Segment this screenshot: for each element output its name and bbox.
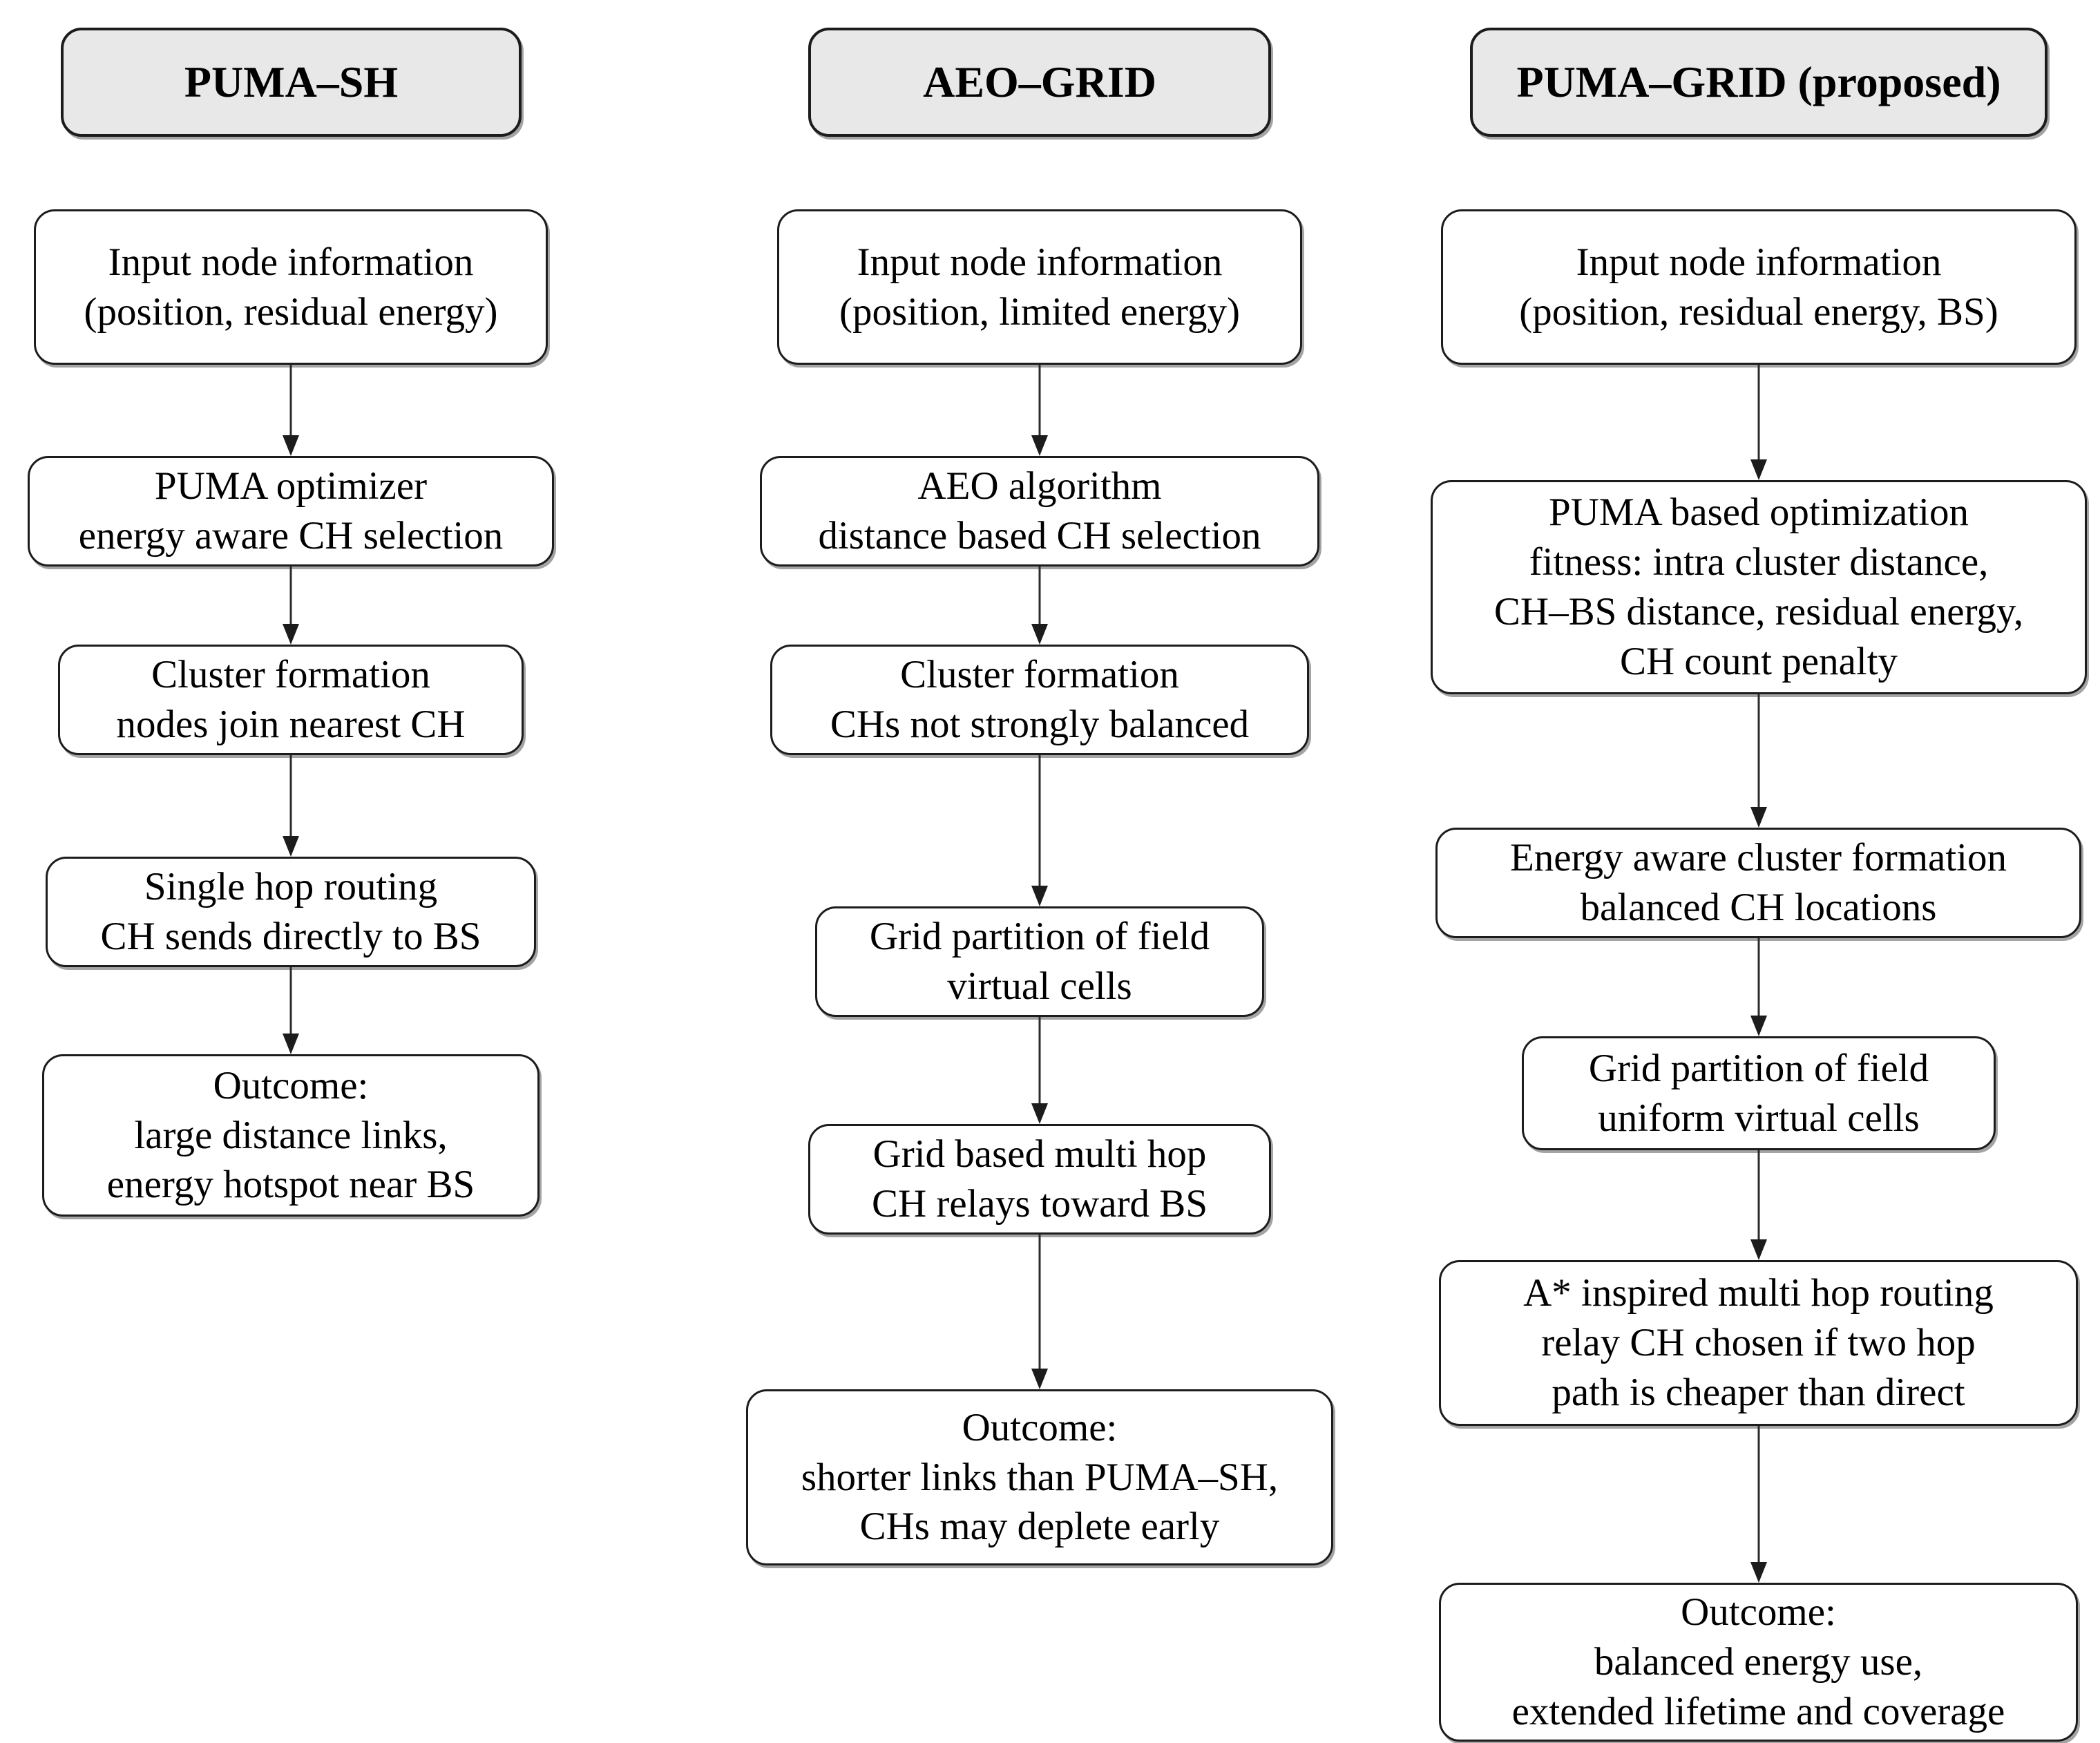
flow-arrow-down-icon <box>1748 1150 1770 1260</box>
box-text-line: Grid based multi hop <box>872 1132 1207 1177</box>
flow-box-puma-sh-cluster-formation: Cluster formation nodes join nearest CH <box>58 645 524 755</box>
box-text-line: relay CH chosen if two hop <box>1541 1321 1976 1365</box>
box-text-line: energy aware CH selection <box>78 514 504 558</box>
flow-arrow-down-icon <box>1029 755 1051 906</box>
box-text-line: Cluster formation <box>900 653 1179 697</box>
column-header-aeo-grid: AEO–GRID <box>808 28 1271 137</box>
flow-box-puma-grid-astar-routing: A* inspired multi hop routing relay CH c… <box>1439 1260 2078 1426</box>
box-text-line: CHs may deplete early <box>859 1505 1220 1549</box>
box-text-line: balanced energy use, <box>1594 1640 1923 1684</box>
flow-box-aeo-grid-algorithm: AEO algorithm distance based CH selectio… <box>760 456 1319 566</box>
box-text-line: shorter links than PUMA–SH, <box>801 1455 1279 1499</box>
box-text-line: Outcome: <box>962 1405 1118 1449</box>
box-text-line: energy hotspot near BS <box>106 1163 475 1207</box>
box-text-line: Single hop routing <box>144 865 438 909</box>
box-text-line: Cluster formation <box>151 653 430 697</box>
box-text-line: AEO algorithm <box>917 464 1162 508</box>
flow-box-puma-sh-input: Input node information (position, residu… <box>34 209 548 365</box>
column-header-label: AEO–GRID <box>923 57 1156 106</box>
box-text-line: CH–BS distance, residual energy, <box>1493 590 2024 634</box>
flow-arrow-down-icon <box>1748 365 1770 480</box>
box-text-line: Input node information <box>108 240 474 284</box>
flow-arrow-down-icon <box>280 365 302 456</box>
box-text-line: Grid partition of field <box>869 915 1210 959</box>
flow-box-puma-grid-grid-partition: Grid partition of field uniform virtual … <box>1522 1036 1996 1150</box>
flow-arrow-down-icon <box>280 967 302 1054</box>
box-text-line: Input node information <box>1576 240 1942 284</box>
box-text-line: CHs not strongly balanced <box>830 703 1250 746</box>
column-header-label: PUMA–SH <box>184 57 399 106</box>
flow-arrow-down-icon <box>280 566 302 645</box>
box-text-line: PUMA based optimization <box>1549 490 1969 535</box>
box-text-line: Grid partition of field <box>1588 1046 1929 1090</box>
flow-arrow-down-icon <box>1029 365 1051 456</box>
box-text-line: distance based CH selection <box>818 514 1261 558</box>
box-text-line: CH count penalty <box>1619 639 1898 683</box>
flow-box-aeo-grid-outcome: Outcome: shorter links than PUMA–SH, CHs… <box>746 1389 1333 1565</box>
flow-box-puma-grid-cluster-formation: Energy aware cluster formation balanced … <box>1435 828 2081 938</box>
flow-box-aeo-grid-input: Input node information (position, limite… <box>777 209 1302 365</box>
column-header-puma-grid: PUMA–GRID (proposed) <box>1470 28 2048 137</box>
box-text-line: uniform virtual cells <box>1598 1096 1920 1140</box>
flow-box-puma-sh-outcome: Outcome: large distance links, energy ho… <box>42 1054 540 1217</box>
box-text-line: large distance links, <box>134 1113 448 1157</box>
flow-arrow-down-icon <box>1748 1426 1770 1583</box>
box-text-line: A* inspired multi hop routing <box>1523 1271 1994 1315</box>
flow-arrow-down-icon <box>1029 1235 1051 1389</box>
box-text-line: PUMA optimizer <box>154 464 428 508</box>
box-text-line: virtual cells <box>947 964 1132 1008</box>
flow-arrow-down-icon <box>1748 694 1770 828</box>
box-text-line: (position, residual energy) <box>84 289 498 334</box>
flow-box-puma-sh-optimizer: PUMA optimizer energy aware CH selection <box>28 456 554 566</box>
flow-arrow-down-icon <box>280 755 302 857</box>
box-text-line: Outcome: <box>1681 1590 1836 1635</box>
box-text-line: nodes join nearest CH <box>116 703 466 746</box>
flow-arrow-down-icon <box>1029 1017 1051 1124</box>
box-text-line: path is cheaper than direct <box>1552 1370 1965 1414</box>
flow-box-puma-grid-outcome: Outcome: balanced energy use, extended l… <box>1439 1583 2078 1742</box>
flow-box-puma-sh-routing: Single hop routing CH sends directly to … <box>46 857 536 967</box>
box-text-line: Input node information <box>857 240 1223 284</box>
box-text-line: Outcome: <box>213 1063 369 1107</box>
flow-arrow-down-icon <box>1029 566 1051 645</box>
flow-box-puma-grid-optimization: PUMA based optimization fitness: intra c… <box>1431 480 2087 694</box>
box-text-line: CH relays toward BS <box>871 1182 1208 1226</box>
column-header-label: PUMA–GRID (proposed) <box>1516 57 2001 106</box>
box-text-line: balanced CH locations <box>1580 886 1937 929</box>
flow-box-aeo-grid-multihop: Grid based multi hop CH relays toward BS <box>808 1124 1271 1235</box>
flow-arrow-down-icon <box>1748 938 1770 1036</box>
box-text-line: extended lifetime and coverage <box>1511 1689 2005 1733</box>
flow-box-aeo-grid-cluster-formation: Cluster formation CHs not strongly balan… <box>770 645 1309 755</box>
flow-box-puma-grid-input: Input node information (position, residu… <box>1441 209 2077 365</box>
flow-box-aeo-grid-grid-partition: Grid partition of field virtual cells <box>815 906 1264 1017</box>
box-text-line: Energy aware cluster formation <box>1509 836 2007 880</box>
box-text-line: CH sends directly to BS <box>100 915 481 958</box>
box-text-line: (position, residual energy, BS) <box>1519 289 1998 334</box>
box-text-line: (position, limited energy) <box>839 289 1240 334</box>
column-header-puma-sh: PUMA–SH <box>61 28 522 137</box>
box-text-line: fitness: intra cluster distance, <box>1529 540 1989 584</box>
